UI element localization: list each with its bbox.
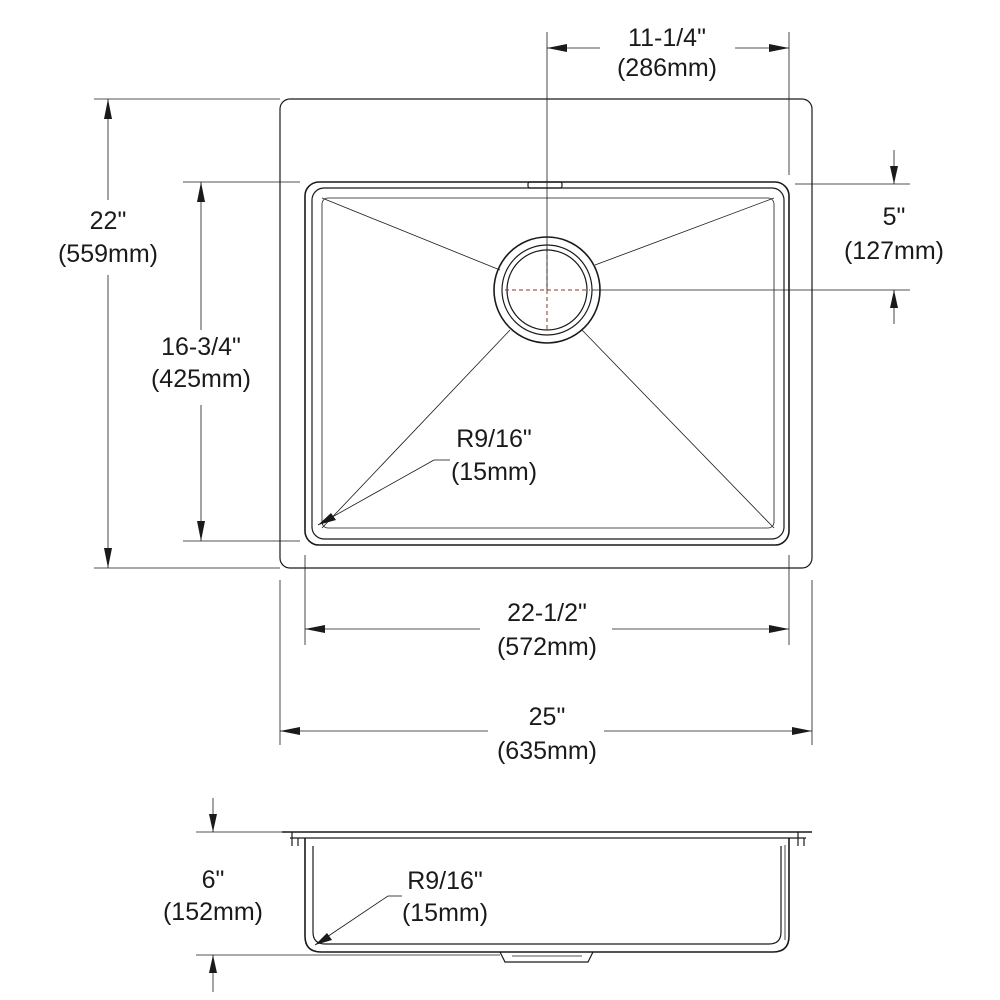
arrow-bowl-depth-top: [197, 182, 205, 202]
arrow-drain-offset-left: [547, 44, 567, 52]
arrow-drain-back-lower: [890, 290, 898, 308]
bowl-depth-metric: (425mm): [151, 365, 251, 393]
bowl-rim-inner: [311, 187, 785, 540]
top-view: 11-1/4" (286mm) 22" (559mm) 16-3/4" (425…: [58, 24, 944, 765]
arrow-bowl-depth-bottom: [197, 521, 205, 541]
bowl-width-metric: (572mm): [497, 633, 597, 661]
arrow-overall-depth-bottom: [104, 548, 112, 568]
slope-line-top-left: [321, 197, 501, 271]
overflow-slot: [527, 181, 563, 189]
bowl-height-metric: (152mm): [163, 898, 263, 926]
bowl-outer-profile: [304, 838, 790, 953]
slope-line-bottom-right: [581, 329, 775, 529]
overall-width-metric: (635mm): [497, 737, 597, 765]
drain-body: [499, 951, 594, 963]
bowl-floor: [321, 197, 775, 529]
slope-line-top-right: [594, 197, 775, 266]
drain-back-imperial: 5": [883, 203, 906, 231]
arrow-overall-depth-top: [104, 99, 112, 119]
bowl-width-imperial: 22-1/2": [507, 599, 587, 627]
overall-width-imperial: 25": [529, 703, 566, 731]
corner-radius-top-metric: (15mm): [451, 458, 537, 486]
bowl-depth-imperial: 16-3/4": [161, 333, 241, 361]
side-view: 6" (152mm) R9/16" (15mm): [163, 798, 812, 992]
arrow-drain-back-upper: [890, 166, 898, 184]
leader-corner-radius-top: [317, 459, 435, 526]
overall-depth-metric: (559mm): [58, 240, 158, 268]
corner-radius-top-imperial: R9/16": [456, 425, 532, 453]
corner-radius-side-metric: (15mm): [402, 899, 488, 927]
bowl-height-imperial: 6": [202, 866, 225, 894]
drain-offset-imperial: 11-1/4": [628, 24, 706, 52]
arrow-bowl-height-lower: [209, 955, 217, 973]
arrow-bowl-height-upper: [209, 814, 217, 832]
flange-right-clip: [797, 832, 805, 846]
slope-line-bottom-left: [321, 329, 511, 529]
arrow-drain-offset-right: [769, 44, 789, 52]
overall-depth-imperial: 22": [90, 207, 127, 235]
arrow-overall-width-left: [280, 727, 300, 735]
sink-deck-outline: [279, 98, 813, 569]
corner-radius-side-imperial: R9/16": [407, 867, 483, 895]
arrow-bowl-width-left: [305, 625, 325, 633]
arrow-corner-radius-top: [318, 513, 336, 525]
arrow-corner-radius-side: [315, 933, 332, 945]
flange-left-clip: [291, 832, 299, 846]
bowl-inner-profile: [312, 846, 782, 945]
drain-back-metric: (127mm): [844, 237, 944, 265]
arrow-bowl-width-right: [769, 625, 789, 633]
drain-offset-metric: (286mm): [617, 54, 717, 82]
arrow-overall-width-right: [792, 727, 812, 735]
